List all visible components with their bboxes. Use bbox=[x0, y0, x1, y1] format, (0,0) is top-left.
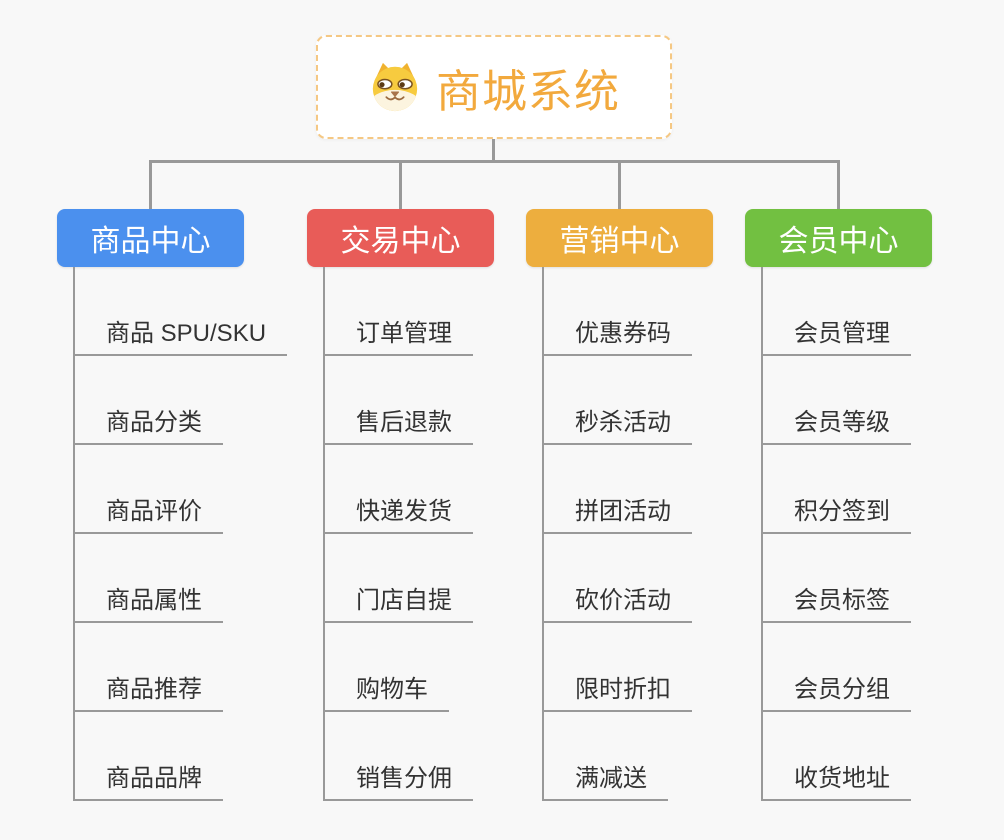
connector-drop-branch-4 bbox=[837, 160, 840, 209]
child-node[interactable]: 拼团活动 bbox=[542, 445, 692, 534]
child-node-label: 订单管理 bbox=[356, 320, 452, 347]
child-node-label: 商品品牌 bbox=[106, 765, 202, 792]
child-node-label: 限时折扣 bbox=[575, 676, 671, 703]
child-node-label: 满减送 bbox=[575, 765, 647, 792]
child-node-label: 砍价活动 bbox=[575, 587, 671, 614]
branch-node-label: 会员中心 bbox=[778, 225, 899, 258]
branch-children-product-center: 商品 SPU/SKU 商品分类商品评价商品属性商品推荐商品品牌 bbox=[73, 267, 288, 801]
child-node-label: 会员标签 bbox=[794, 587, 890, 614]
child-node-label: 会员分组 bbox=[794, 676, 890, 703]
child-node-label: 门店自提 bbox=[356, 587, 452, 614]
child-node-label: 收货地址 bbox=[794, 765, 890, 792]
child-node[interactable]: 订单管理 bbox=[323, 267, 473, 356]
child-node[interactable]: 秒杀活动 bbox=[542, 356, 692, 445]
child-node[interactable]: 商品 SPU/SKU bbox=[73, 267, 288, 356]
child-node[interactable]: 快递发货 bbox=[323, 445, 473, 534]
branch-node-trade-center[interactable]: 交易中心 bbox=[307, 209, 494, 267]
child-node-label: 商品推荐 bbox=[106, 676, 202, 703]
branch-spine-line bbox=[542, 267, 544, 801]
child-node[interactable]: 购物车 bbox=[323, 623, 449, 712]
child-node[interactable]: 会员标签 bbox=[761, 534, 911, 623]
connector-root-drop bbox=[492, 139, 495, 163]
child-node-label: 商品属性 bbox=[106, 587, 202, 614]
child-node-label: 购物车 bbox=[356, 676, 428, 703]
child-node[interactable]: 会员管理 bbox=[761, 267, 911, 356]
dog-icon bbox=[368, 60, 422, 114]
root-node-label: 商城系统 bbox=[435, 65, 620, 117]
connector-drop-branch-2 bbox=[399, 160, 402, 209]
branch-node-member-center[interactable]: 会员中心 bbox=[745, 209, 932, 267]
child-node-label: 积分签到 bbox=[794, 498, 890, 525]
root-node[interactable]: 商城系统 bbox=[316, 35, 672, 139]
branch-node-label: 营销中心 bbox=[559, 225, 680, 258]
child-node[interactable]: 商品推荐 bbox=[73, 623, 223, 712]
child-node-label: 快递发货 bbox=[356, 498, 452, 525]
child-node-label: 优惠券码 bbox=[575, 320, 671, 347]
child-node[interactable]: 商品品牌 bbox=[73, 712, 223, 801]
branch-spine-line bbox=[73, 267, 75, 801]
branch-node-product-center[interactable]: 商品中心 bbox=[57, 209, 244, 267]
child-node[interactable]: 门店自提 bbox=[323, 534, 473, 623]
connector-horizontal bbox=[149, 160, 840, 163]
child-node[interactable]: 商品属性 bbox=[73, 534, 223, 623]
branch-node-label: 商品中心 bbox=[90, 225, 211, 258]
child-node[interactable]: 售后退款 bbox=[323, 356, 473, 445]
branch-children-member-center: 会员管理会员等级积分签到会员标签会员分组收货地址 bbox=[761, 267, 911, 801]
child-node-label: 会员管理 bbox=[794, 320, 890, 347]
child-node[interactable]: 砍价活动 bbox=[542, 534, 692, 623]
child-node-label: 秒杀活动 bbox=[575, 409, 671, 436]
child-node[interactable]: 满减送 bbox=[542, 712, 668, 801]
child-node[interactable]: 会员分组 bbox=[761, 623, 911, 712]
child-node-label: 商品评价 bbox=[106, 498, 202, 525]
branch-node-marketing-center[interactable]: 营销中心 bbox=[526, 209, 713, 267]
child-node[interactable]: 积分签到 bbox=[761, 445, 911, 534]
child-node[interactable]: 会员等级 bbox=[761, 356, 911, 445]
child-node[interactable]: 商品分类 bbox=[73, 356, 223, 445]
child-node-label: 拼团活动 bbox=[575, 498, 671, 525]
child-node-label: 会员等级 bbox=[794, 409, 890, 436]
branch-spine-line bbox=[761, 267, 763, 801]
child-node[interactable]: 限时折扣 bbox=[542, 623, 692, 712]
child-node[interactable]: 商品评价 bbox=[73, 445, 223, 534]
child-node[interactable]: 收货地址 bbox=[761, 712, 911, 801]
branch-children-trade-center: 订单管理售后退款快递发货门店自提购物车销售分佣 bbox=[323, 267, 473, 801]
branch-node-label: 交易中心 bbox=[340, 225, 461, 258]
connector-drop-branch-3 bbox=[618, 160, 621, 209]
child-node-label: 销售分佣 bbox=[356, 765, 452, 792]
connector-drop-branch-1 bbox=[149, 160, 152, 209]
child-node-label: 商品 SPU/SKU bbox=[106, 320, 267, 347]
child-node[interactable]: 优惠券码 bbox=[542, 267, 692, 356]
child-node-label: 售后退款 bbox=[356, 409, 452, 436]
branch-children-marketing-center: 优惠券码秒杀活动拼团活动砍价活动限时折扣满减送 bbox=[542, 267, 692, 801]
child-node[interactable]: 销售分佣 bbox=[323, 712, 473, 801]
child-node-label: 商品分类 bbox=[106, 409, 202, 436]
branch-spine-line bbox=[323, 267, 325, 801]
